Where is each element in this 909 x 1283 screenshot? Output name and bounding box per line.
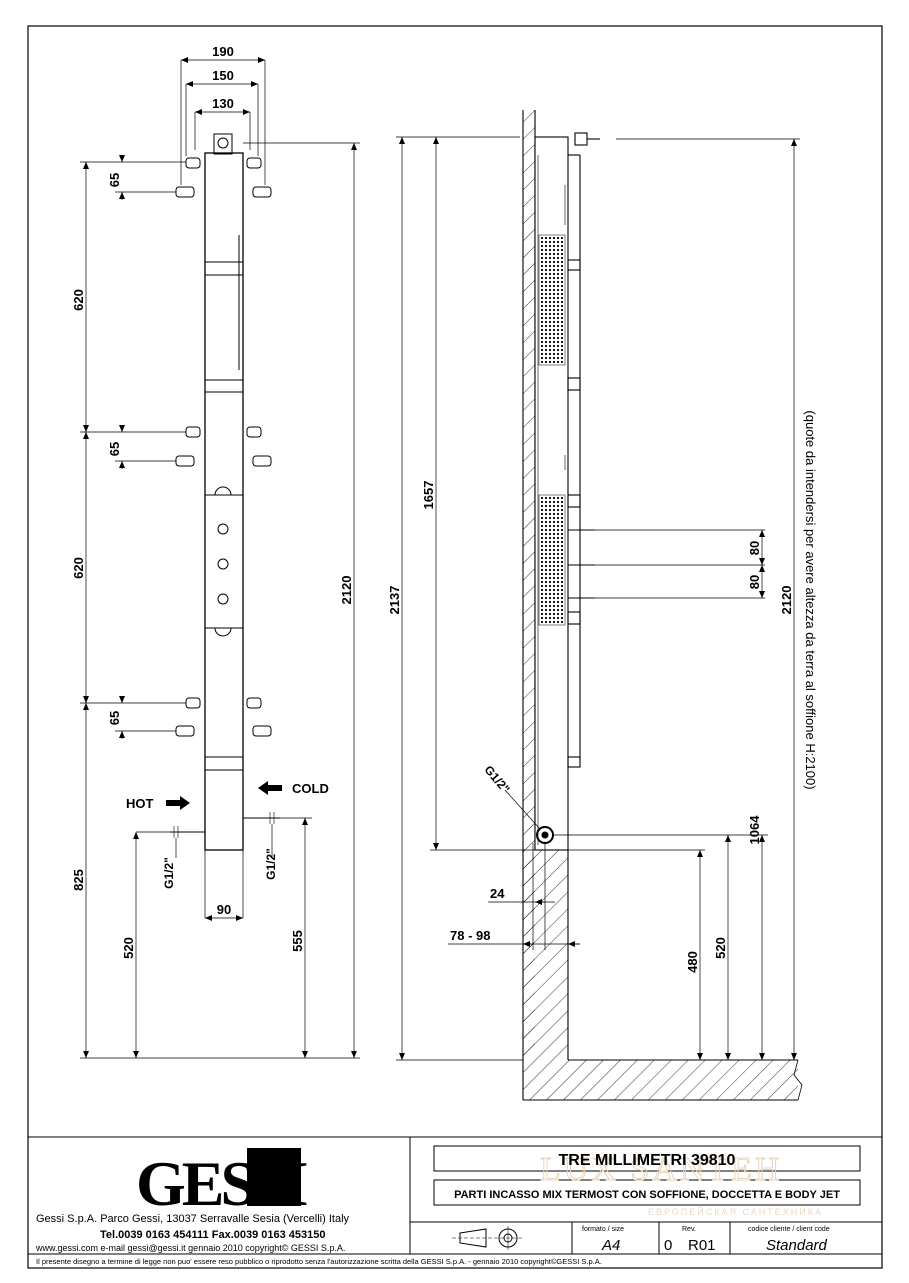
thread-left-label: G1/2" [162,857,176,889]
rev-number: 0 [664,1237,672,1254]
dim-2120-side: 2120 [779,586,794,615]
drawing-subtitle: PARTI INCASSO MIX TERMOST CON SOFFIONE, … [454,1189,840,1201]
dim-480: 480 [685,951,700,973]
dim-2120-front: 2120 [339,576,354,605]
body-jet-2 [217,558,229,570]
cold-label: COLD [292,781,329,796]
front-view [170,133,280,851]
cold-arrow-icon [258,781,282,795]
svg-text:ЕВРОПЕЙСКАЯ САНТЕХНИКА: ЕВРОПЕЙСКАЯ САНТЕХНИКА [648,1206,823,1217]
client-code-label: codice cliente / client code [748,1226,830,1233]
floor-section [523,1060,798,1100]
dim-620-mid: 620 [71,557,86,579]
client-code-value: Standard [766,1237,828,1254]
dim-1064: 1064 [747,815,762,845]
dim-520-front: 520 [121,937,136,959]
format-value: A4 [601,1237,620,1254]
gessi-logo: GESSI [136,1148,311,1219]
drawing-title: TRE MILLIMETRI 39810 [559,1152,736,1169]
hot-label: HOT [126,796,154,811]
format-label: formato / size [582,1226,624,1233]
top-connector [213,133,233,155]
body-jet-3 [217,593,229,605]
phone-line: Tel.0039 0163 454111 Fax.0039 0163 45315… [100,1229,326,1241]
dim-825: 825 [71,869,86,891]
dim-24: 24 [490,886,505,901]
dim-65-mid: 65 [107,442,122,456]
dim-78-98: 78 - 98 [450,928,490,943]
dim-520-side: 520 [713,937,728,959]
dim-80-lower: 80 [747,575,762,589]
dim-555: 555 [290,930,305,952]
hot-arrow-icon [166,796,190,810]
rev-value: R01 [688,1237,716,1254]
side-thread-label: G1/2" [482,763,513,796]
grille-upper [538,234,566,366]
projection-symbol-icon [459,1228,487,1248]
title-block [27,1136,883,1269]
dim-2137: 2137 [387,586,402,615]
body-jet-1 [217,523,229,535]
dim-90: 90 [217,902,231,917]
rev-label: Rev. [682,1226,696,1233]
dim-65-low: 65 [107,711,122,725]
svg-text:LUX SANTEH: LUX SANTEH [540,1151,782,1188]
legal-footer: Il presente disegno a termine di legge n… [36,1257,602,1266]
thread-right-label: G1/2" [264,848,278,880]
watermark: LUX SANTEH ЕВРОПЕЙСКАЯ САНТЕХНИКА [540,1151,823,1218]
dim-150: 150 [212,68,234,83]
wall-section [523,110,535,1060]
height-note: (quote da intendersi per avere altezza d… [803,410,818,789]
dim-130: 130 [212,96,234,111]
dim-1657: 1657 [421,481,436,510]
front-dimensions [80,57,360,1059]
side-dimensions [396,136,800,1061]
web-line: www.gessi.com e-mail gessi@gessi.it genn… [35,1243,345,1253]
company-line: Gessi S.p.A. Parco Gessi, 13037 Serraval… [36,1213,350,1225]
dim-620-top: 620 [71,289,86,311]
grille-lower [538,494,566,626]
dim-190: 190 [212,44,234,59]
dim-65-top: 65 [107,173,122,187]
dim-80-upper: 80 [747,541,762,555]
front-body [204,152,244,851]
